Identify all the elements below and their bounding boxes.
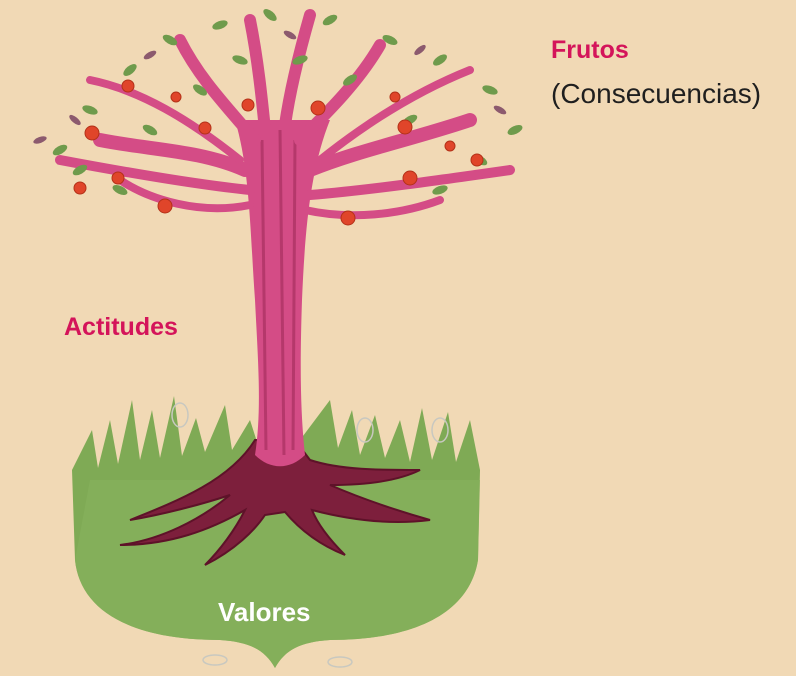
label-consecuencias: (Consecuencias)	[551, 78, 762, 109]
label-valores: Valores	[218, 597, 311, 627]
tree-fruits	[73, 79, 484, 226]
tree-roots	[119, 439, 431, 566]
label-actitudes: Actitudes	[64, 313, 178, 341]
sketch-leaves	[171, 402, 449, 668]
tree-branches	[55, 9, 515, 220]
tree-leaves-dark	[33, 30, 507, 144]
label-frutos: Frutos	[551, 36, 629, 64]
tree-leaves	[52, 9, 523, 195]
grass-ground	[72, 396, 480, 668]
